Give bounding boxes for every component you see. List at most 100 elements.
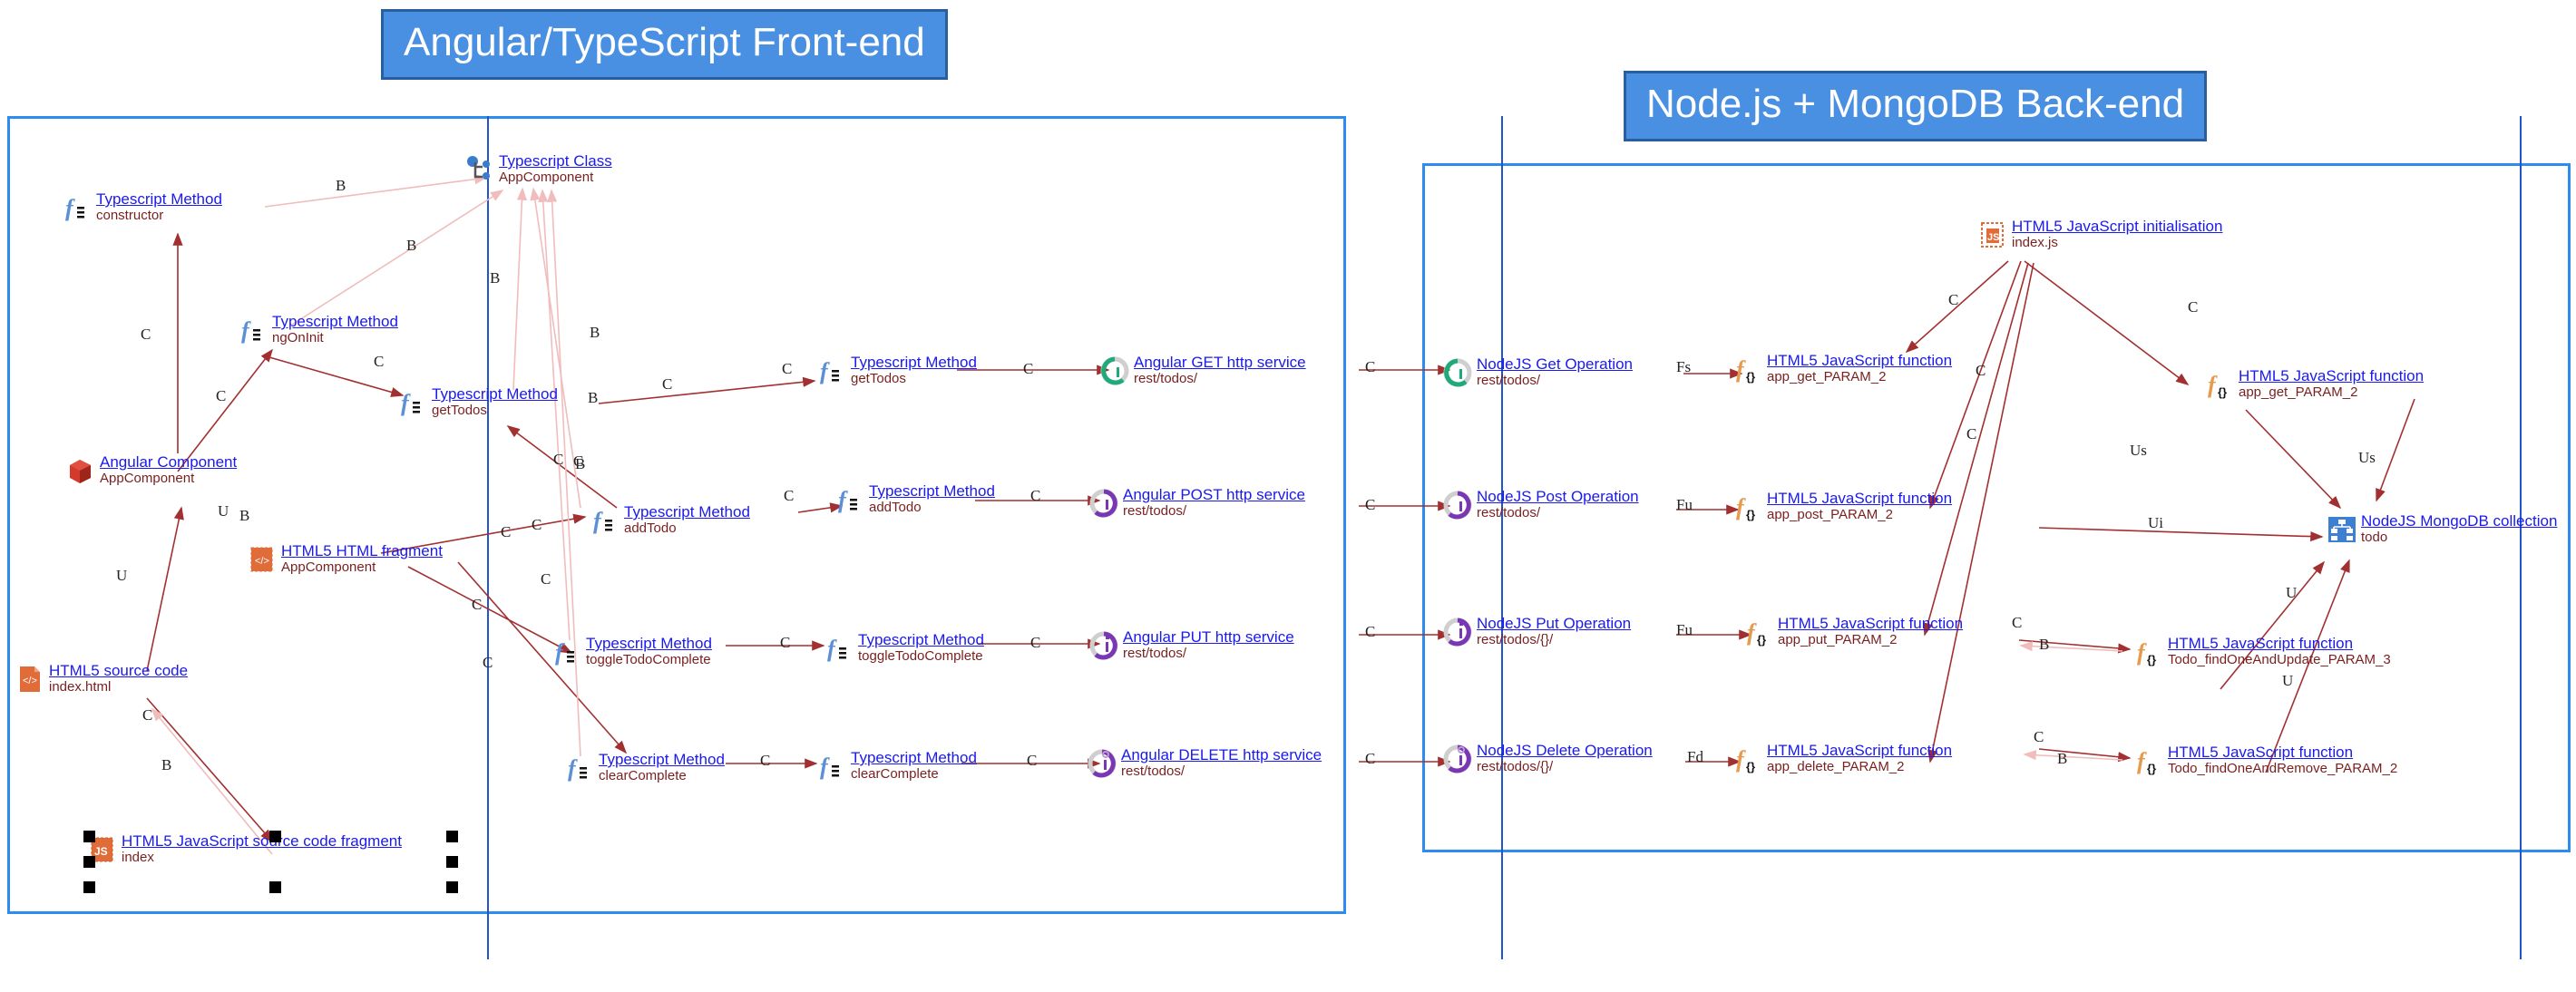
node-subtitle: AppComponent xyxy=(499,170,594,185)
node-js-app-get[interactable]: f {} HTML5 JavaScript function app_get_P… xyxy=(1732,352,1952,384)
node-js-app-post[interactable]: f {} HTML5 JavaScript function app_post_… xyxy=(1732,490,1952,522)
node-subtitle: toggleTodoComplete xyxy=(586,652,711,667)
node-title[interactable]: Typescript Class xyxy=(499,152,612,170)
node-title[interactable]: HTML5 JavaScript source code fragment xyxy=(122,832,402,850)
edge-label: C xyxy=(2034,728,2044,745)
selection-handle[interactable] xyxy=(446,881,458,893)
node-angular-component[interactable]: Angular Component AppComponent xyxy=(65,453,237,486)
selection-handle[interactable] xyxy=(83,881,95,893)
node-ts-toggletodocomplete[interactable]: f Typescript Method toggleTodoComplete xyxy=(551,635,712,667)
node-title[interactable]: NodeJS Put Operation xyxy=(1477,615,1632,632)
node-title[interactable]: Typescript Method xyxy=(858,631,984,648)
node-js-findoneandupdate[interactable]: f {} HTML5 JavaScript function Todo_find… xyxy=(2133,635,2391,667)
node-title[interactable]: HTML5 HTML fragment xyxy=(281,542,443,559)
node-ts-class[interactable]: Typescript Class AppComponent xyxy=(464,152,612,185)
node-label-group: Angular PUT http service rest/todos/ xyxy=(1123,628,1294,661)
svg-text:f: f xyxy=(820,754,830,780)
node-title[interactable]: Typescript Method xyxy=(851,354,977,371)
selection-handle[interactable] xyxy=(269,831,281,842)
node-title[interactable]: HTML5 JavaScript function xyxy=(1767,742,1953,759)
node-subtitle: Todo_findOneAndRemove_PARAM_2 xyxy=(2168,761,2398,776)
node-title[interactable]: Typescript Method xyxy=(96,190,222,208)
node-label-group: Typescript Method ngOnInit xyxy=(272,313,398,345)
node-title[interactable]: HTML5 JavaScript function xyxy=(1778,615,1964,632)
node-title[interactable]: Typescript Method xyxy=(586,635,712,652)
node-js-initialisation[interactable]: JS HTML5 JavaScript initialisation index… xyxy=(1977,218,2222,250)
selection-handle[interactable] xyxy=(446,856,458,868)
node-js-app-delete[interactable]: f {} HTML5 JavaScript function app_delet… xyxy=(1732,742,1952,774)
node-title[interactable]: HTML5 JavaScript function xyxy=(2168,635,2354,652)
node-nodejs-delete-operation[interactable]: NodeJS Delete Operation rest/todos/{}/ xyxy=(1442,742,1653,774)
node-angular-delete-http[interactable]: Angular DELETE http service rest/todos/ xyxy=(1087,746,1322,779)
node-title[interactable]: HTML5 JavaScript initialisation xyxy=(2012,218,2223,235)
node-ts-toggletodocomplete-service[interactable]: f Typescript Method toggleTodoComplete xyxy=(824,631,984,664)
edge-label: C xyxy=(1030,487,1041,504)
svg-text:{}: {} xyxy=(2218,385,2227,399)
node-angular-get-http[interactable]: Angular GET http service rest/todos/ xyxy=(1099,354,1306,386)
node-title[interactable]: Angular Component xyxy=(100,453,238,471)
edge-label: Us xyxy=(2358,449,2376,466)
node-angular-post-http[interactable]: Angular POST http service rest/todos/ xyxy=(1088,486,1305,519)
node-title[interactable]: HTML5 JavaScript function xyxy=(2239,367,2425,384)
node-title[interactable]: Typescript Method xyxy=(869,482,995,500)
node-title[interactable]: Angular DELETE http service xyxy=(1121,746,1322,763)
node-nodejs-put-operation[interactable]: NodeJS Put Operation rest/todos/{}/ xyxy=(1442,615,1631,647)
node-js-findoneandremove[interactable]: f {} HTML5 JavaScript function Todo_find… xyxy=(2133,744,2397,776)
svg-text:f: f xyxy=(1747,619,1757,646)
node-subtitle: rest/todos/{}/ xyxy=(1477,632,1554,647)
node-title[interactable]: HTML5 source code xyxy=(49,662,189,679)
selection-handle[interactable] xyxy=(446,831,458,842)
node-ts-clearcomplete[interactable]: f Typescript Method clearComplete xyxy=(564,751,725,783)
selection-handle[interactable] xyxy=(83,856,95,868)
node-title[interactable]: Typescript Method xyxy=(599,751,725,768)
node-title[interactable]: Angular PUT http service xyxy=(1123,628,1294,646)
node-ts-gettodos-inner[interactable]: f Typescript Method getTodos xyxy=(397,385,558,418)
node-ts-constructor[interactable]: f Typescript Method constructor xyxy=(62,190,222,223)
node-title[interactable]: Typescript Method xyxy=(432,385,558,403)
edge-label: B xyxy=(2039,636,2050,653)
node-title[interactable]: Typescript Method xyxy=(624,503,750,520)
frontend-frame xyxy=(7,116,1346,914)
edge-label: C xyxy=(784,487,795,504)
edge-label: C xyxy=(2012,614,2023,631)
node-ts-clearcomplete-service[interactable]: f Typescript Method clearComplete xyxy=(816,749,977,782)
node-nodejs-post-operation[interactable]: NodeJS Post Operation rest/todos/ xyxy=(1442,488,1639,520)
node-mongodb-collection[interactable]: NodeJS MongoDB collection todo xyxy=(2327,512,2557,545)
node-ts-addtodo-service[interactable]: f Typescript Method addTodo xyxy=(834,482,995,515)
node-html-fragment[interactable]: </> HTML5 HTML fragment AppComponent xyxy=(247,542,443,575)
node-title[interactable]: NodeJS MongoDB collection xyxy=(2361,512,2558,530)
node-label-group: Typescript Method toggleTodoComplete xyxy=(858,631,984,664)
html5-js-init-icon: JS xyxy=(1977,219,2008,250)
node-label-group: NodeJS Get Operation rest/todos/ xyxy=(1477,355,1633,388)
node-title[interactable]: Angular GET http service xyxy=(1134,354,1306,371)
node-ts-ngoninit[interactable]: f Typescript Method ngOnInit xyxy=(238,313,398,345)
node-title[interactable]: Typescript Method xyxy=(272,313,398,330)
node-ts-addtodo[interactable]: f Typescript Method addTodo xyxy=(590,503,750,536)
typescript-method-icon: f xyxy=(62,192,93,223)
node-title[interactable]: Angular POST http service xyxy=(1123,486,1305,503)
edge-label: C xyxy=(532,516,542,533)
node-title[interactable]: HTML5 JavaScript function xyxy=(1767,490,1953,507)
selection-handle[interactable] xyxy=(83,831,95,842)
node-angular-put-http[interactable]: Angular PUT http service rest/todos/ xyxy=(1088,628,1294,661)
node-js-source-fragment[interactable]: JS HTML5 JavaScript source code fragment… xyxy=(87,832,402,865)
edge-label: C xyxy=(573,452,584,470)
node-title[interactable]: HTML5 JavaScript function xyxy=(2168,744,2354,761)
node-nodejs-get-operation[interactable]: NodeJS Get Operation rest/todos/ xyxy=(1442,355,1633,388)
node-subtitle: todo xyxy=(2361,530,2388,545)
node-ts-gettodos-service[interactable]: f Typescript Method getTodos xyxy=(816,354,977,386)
node-js-app-put[interactable]: f {} HTML5 JavaScript function app_put_P… xyxy=(1743,615,1963,647)
node-title[interactable]: HTML5 JavaScript function xyxy=(1767,352,1953,369)
node-title[interactable]: Typescript Method xyxy=(851,749,977,766)
node-label-group: Typescript Method constructor xyxy=(96,190,222,223)
node-title[interactable]: NodeJS Get Operation xyxy=(1477,355,1633,373)
node-label-group: NodeJS Delete Operation rest/todos/{}/ xyxy=(1477,742,1653,774)
node-title[interactable]: NodeJS Post Operation xyxy=(1477,488,1639,505)
node-html-source[interactable]: </> HTML5 source code index.html xyxy=(15,662,188,695)
typescript-method-icon: f xyxy=(590,505,620,536)
selection-handle[interactable] xyxy=(269,881,281,893)
svg-text:f: f xyxy=(568,755,578,782)
typescript-method-icon: f xyxy=(551,637,582,667)
node-title[interactable]: NodeJS Delete Operation xyxy=(1477,742,1653,759)
node-js-app-get-2[interactable]: f {} HTML5 JavaScript function app_get_P… xyxy=(2204,367,2424,400)
